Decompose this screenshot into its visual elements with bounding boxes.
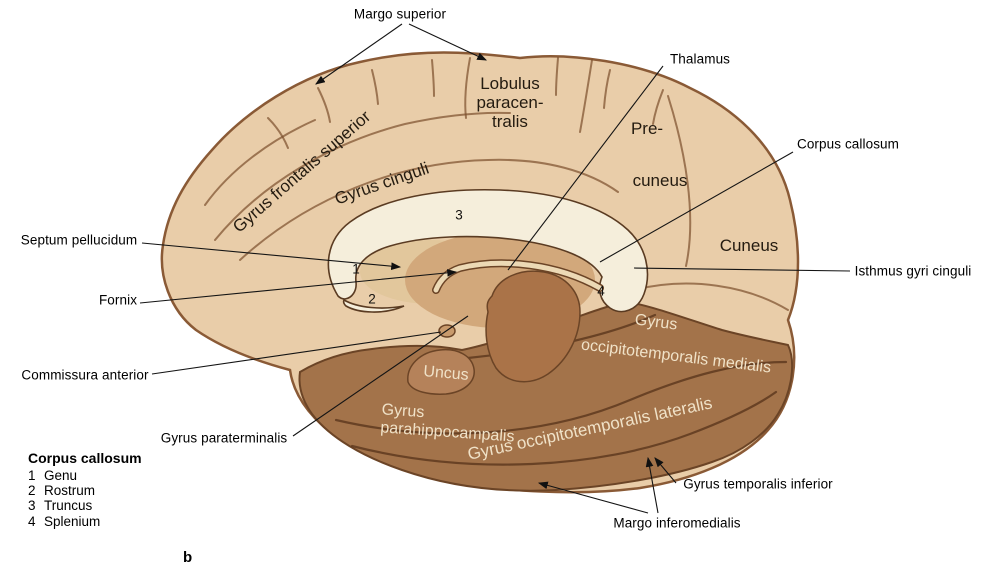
annotation-corpus-callosum: Corpus callosum	[796, 136, 900, 152]
leader-thalamus	[507, 65, 664, 271]
leader-gyrus-paraterminalis	[292, 315, 469, 437]
uncus-shape	[407, 348, 475, 395]
inferior-temporal-occipital-mass	[298, 300, 794, 492]
leader-margo-inferomedialis-right	[645, 456, 659, 514]
legend-number: 2	[28, 483, 36, 499]
leader-commissura-anterior	[151, 331, 442, 375]
rostrum-shape	[342, 298, 405, 313]
annotation-fornix: Fornix	[98, 292, 138, 308]
brain-label-precuneus-bottom: cuneus	[632, 171, 688, 190]
legend-item-truncus: 3 Truncus	[28, 499, 142, 513]
legend: Corpus callosum 1 Genu 2 Rostrum 3 Trunc…	[28, 450, 142, 530]
brain-label-lobulus-paracentralis: Lobulus paracen- tralis	[476, 74, 544, 132]
legend-title: Corpus callosum	[28, 450, 142, 466]
brain-label-cuneus: Cuneus	[719, 236, 779, 255]
sulci-lines	[204, 57, 789, 311]
leader-gyrus-temporalis-inferior	[654, 457, 677, 484]
annotation-thalamus: Thalamus	[669, 51, 731, 67]
panel-letter: b	[183, 549, 193, 566]
leader-corpus-callosum	[599, 151, 794, 263]
legend-number: 3	[28, 498, 36, 514]
legend-name: Splenium	[44, 513, 101, 529]
annotation-septum-pellucidum: Septum pellucidum	[20, 232, 138, 248]
legend-number: 4	[28, 513, 36, 529]
annotation-gyrus-paraterminalis: Gyrus paraterminalis	[160, 430, 288, 446]
annotation-margo-superior: Margo superior	[353, 6, 447, 22]
legend-item-splenium: 4 Splenium	[28, 513, 142, 529]
annotation-isthmus-gyri-cinguli: Isthmus gyri cinguli	[854, 263, 972, 279]
leader-lines	[139, 23, 851, 514]
number-splenium: 4	[597, 283, 605, 299]
number-rostrum: 2	[368, 291, 376, 307]
number-truncus: 3	[455, 207, 463, 223]
leader-isthmus	[633, 267, 851, 272]
legend-name: Genu	[44, 468, 78, 483]
leader-septum-pellucidum	[141, 242, 402, 271]
number-genu: 1	[352, 261, 360, 277]
legend-name: Truncus	[44, 498, 93, 514]
fornix-shape	[432, 259, 604, 294]
legend-item-rostrum: 2 Rostrum	[28, 483, 142, 499]
brain-label-precuneus-top: Pre-	[630, 119, 664, 138]
legend-name: Rostrum	[44, 483, 96, 499]
midbrain-section	[485, 270, 581, 383]
leader-margo-superior-left	[315, 23, 403, 85]
legend-item-genu: 1 Genu	[28, 468, 142, 483]
corpus-callosum-shape	[327, 188, 649, 313]
annotation-gyrus-temporalis-inferior: Gyrus temporalis inferior	[683, 476, 833, 492]
brain-label-uncus: Uncus	[422, 363, 470, 384]
leader-margo-superior-right	[408, 23, 487, 61]
legend-number: 1	[28, 468, 36, 483]
annotation-margo-inferomedialis: Margo inferomedialis	[613, 515, 741, 531]
leader-margo-inferomedialis-left	[537, 481, 649, 514]
leader-fornix	[139, 269, 458, 304]
annotation-commissura-anterior: Commissura anterior	[21, 367, 149, 383]
